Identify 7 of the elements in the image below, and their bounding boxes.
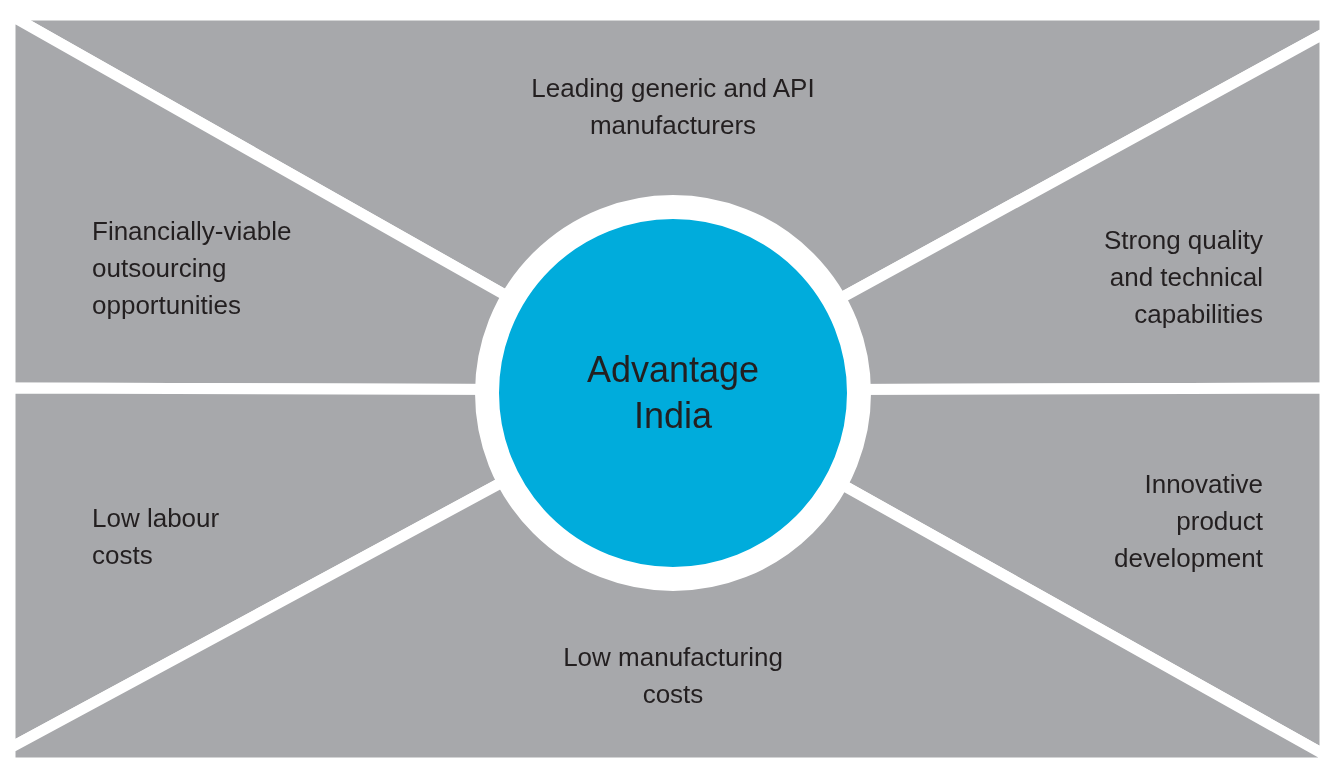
panel-text: Financially-viable outsourcing opportunities (92, 213, 342, 324)
panel-text: Low manufacturing costs (533, 639, 813, 713)
panel-text: Strong quality and technical capabilities (1063, 222, 1263, 333)
center-title: Advantage India (585, 348, 761, 438)
panel-text: Innovative product development (1063, 466, 1263, 577)
panel-text: Low labour costs (92, 500, 262, 574)
panel-text: Leading generic and API manufacturers (498, 70, 848, 144)
